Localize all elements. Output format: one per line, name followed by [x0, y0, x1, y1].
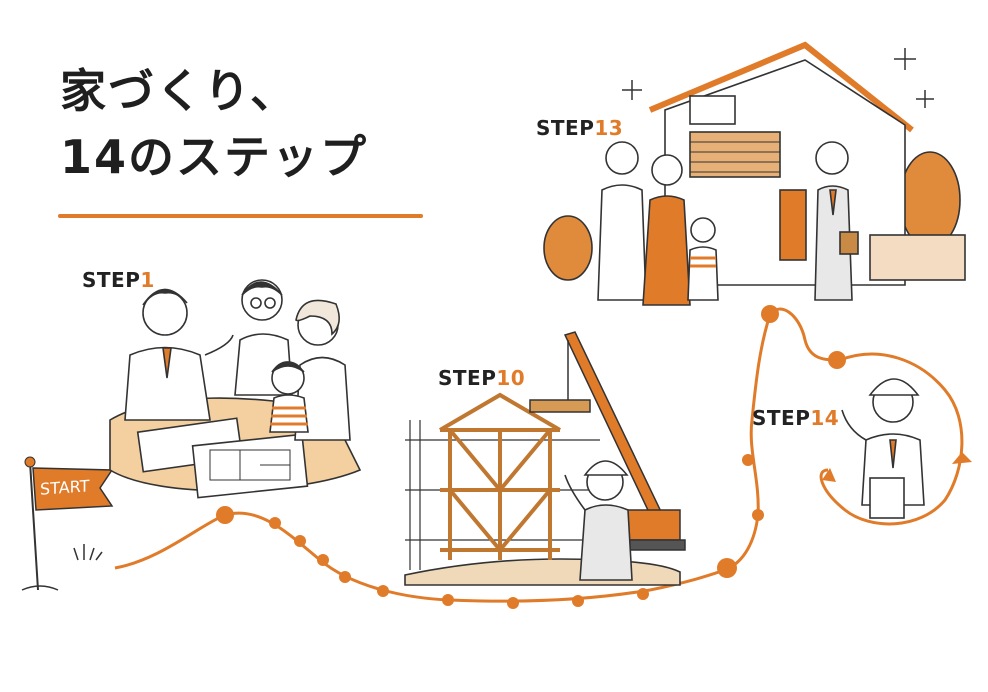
sparkle-icons: [622, 48, 934, 108]
title-line-2: 14のステップ: [60, 130, 369, 184]
start-flag-label: START: [40, 476, 90, 499]
step14-prefix: STEP: [752, 406, 811, 430]
title-line-1: 家づくり、: [60, 64, 299, 118]
step1-prefix: STEP: [82, 268, 141, 292]
step10-construction-scene: [404, 331, 686, 586]
step10-label: STEP10: [438, 366, 525, 390]
step13-label: STEP13: [536, 116, 623, 140]
page-title: 家づくり、 14のステップ: [60, 58, 368, 190]
start-flag: [21, 456, 114, 591]
step10-number: 10: [496, 366, 526, 390]
title-underline: [58, 214, 423, 218]
journey-dots: [216, 305, 846, 609]
step14-inspection-scene: [841, 378, 925, 519]
step13-house-scene: [543, 41, 966, 306]
step14-number: 14: [810, 406, 840, 430]
step13-number: 13: [594, 116, 624, 140]
step10-prefix: STEP: [438, 366, 497, 390]
step1-number: 1: [140, 268, 155, 292]
step14-label: STEP14: [752, 406, 839, 430]
step13-prefix: STEP: [536, 116, 595, 140]
step1-meeting-scene: [109, 279, 362, 499]
step1-label: STEP1: [82, 268, 155, 292]
